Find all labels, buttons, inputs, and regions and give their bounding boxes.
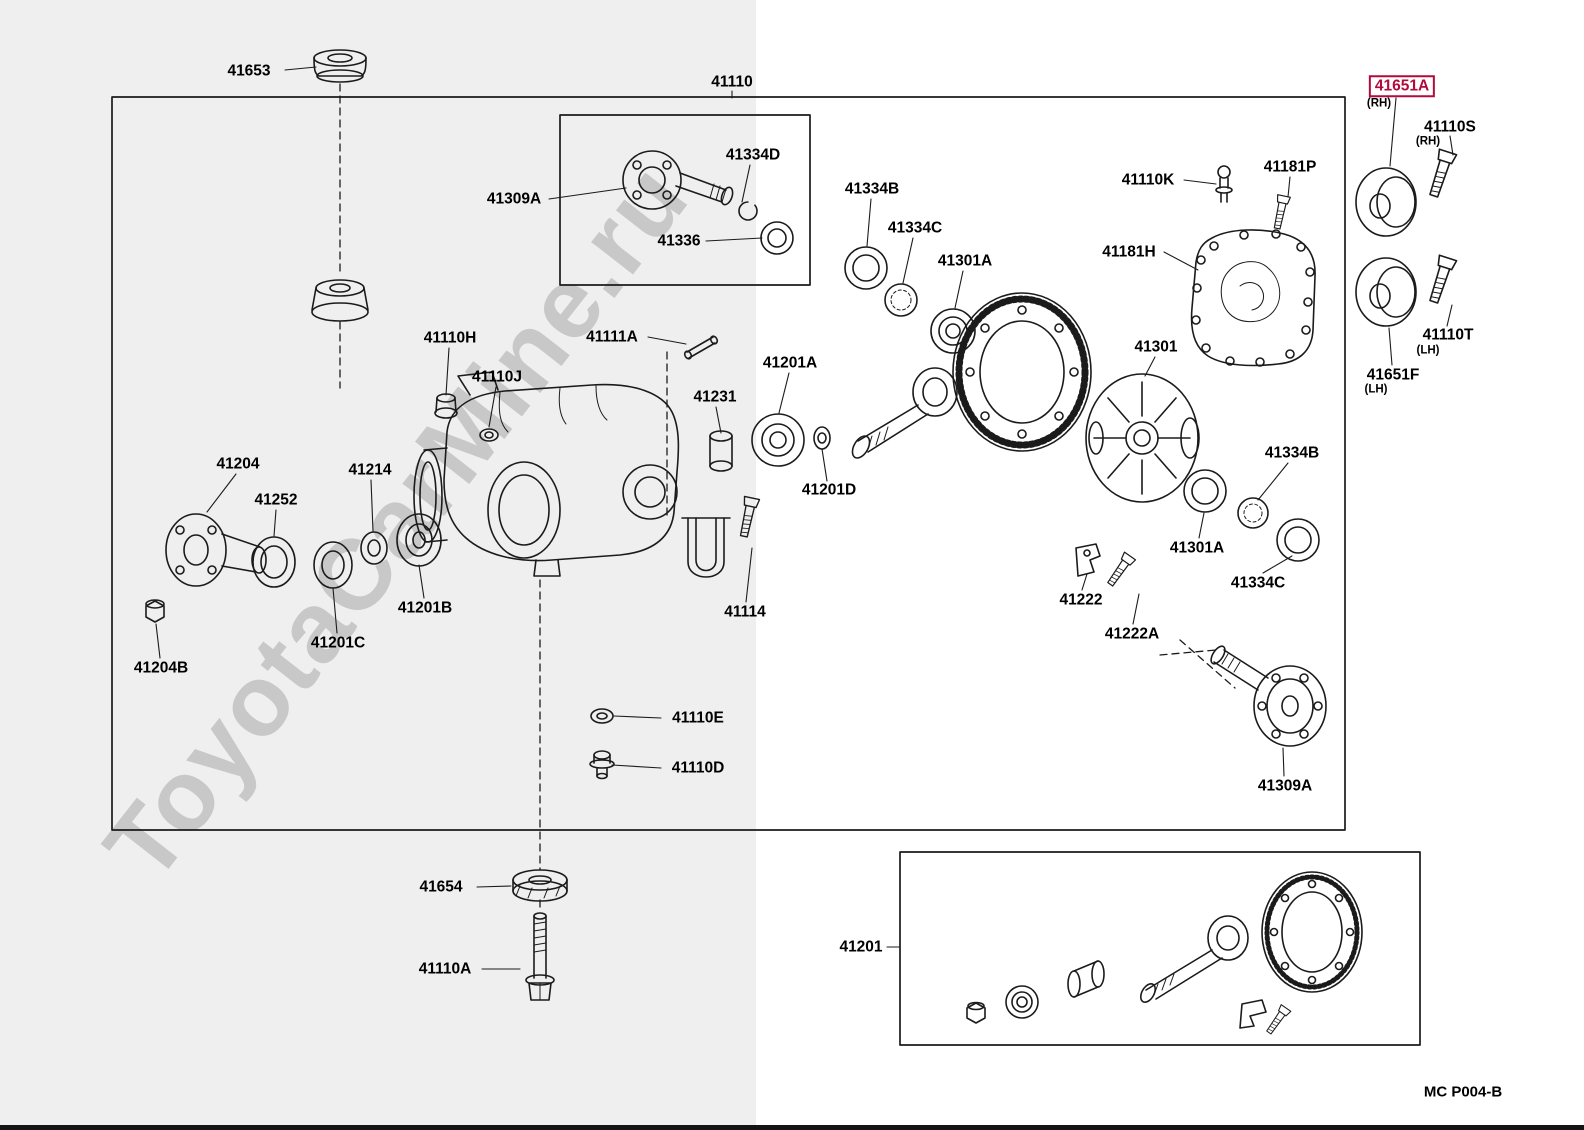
- footer-code: MC P004-B: [1423, 1083, 1503, 1101]
- part-41334b-lock-washer-rear: [1237, 497, 1269, 529]
- part-label-lh-18: (LH): [1364, 383, 1388, 396]
- part-label-41653-0[interactable]: 41653: [227, 62, 271, 80]
- part-label-41110s-13[interactable]: 41110S: [1424, 118, 1476, 136]
- part-label-41301a-7[interactable]: 41301A: [937, 252, 993, 270]
- part-label-41110t-15[interactable]: 41110T: [1422, 326, 1474, 344]
- part-41654-cushion-washer: [512, 869, 568, 902]
- part-label-41654-41[interactable]: 41654: [419, 878, 463, 896]
- part-label-41336-4[interactable]: 41336: [657, 232, 701, 250]
- part-41334d-snap-ring: [738, 201, 758, 221]
- part-label-41181p-9[interactable]: 41181P: [1263, 158, 1317, 176]
- part-41181h-carrier-cover: [1190, 229, 1316, 367]
- part-41201b-bearing: [396, 513, 442, 567]
- part-41110d-drain-plug: [589, 750, 615, 780]
- part-label-41222-34[interactable]: 41222: [1059, 591, 1103, 609]
- part-ring-gear: [952, 292, 1092, 452]
- part-41653-cushion-cap: [313, 49, 367, 83]
- part-label-41334b-5[interactable]: 41334B: [844, 180, 900, 198]
- part-41111a-pin: [683, 335, 719, 360]
- part-label-41204-25[interactable]: 41204: [216, 455, 260, 473]
- part-label-41110-1[interactable]: 41110: [711, 73, 753, 91]
- part-41114-bearing-cap: [681, 495, 761, 578]
- part-label-41110k-8[interactable]: 41110K: [1121, 171, 1175, 189]
- part-41110e-washer: [590, 708, 614, 724]
- part-41252-seal: [252, 536, 296, 588]
- part-41201-final-gear-kit: [966, 871, 1363, 1037]
- part-label-41301a-30[interactable]: 41301A: [1169, 539, 1225, 557]
- part-label-41110e-38[interactable]: 41110E: [672, 709, 724, 727]
- part-label-41214-27[interactable]: 41214: [348, 461, 392, 479]
- part-label-41110j-20[interactable]: 41110J: [471, 368, 523, 386]
- part-41110j-washer: [479, 428, 499, 442]
- part-label-41301-24[interactable]: 41301: [1134, 338, 1178, 356]
- part-41214-washer: [360, 531, 388, 565]
- part-41201c-seal: [313, 541, 353, 589]
- part-41301-differential-case: [1085, 373, 1200, 503]
- part-label-41334c-6[interactable]: 41334C: [887, 219, 943, 237]
- background-left-panel: [0, 0, 756, 1130]
- part-label-41201b-32[interactable]: 41201B: [397, 599, 453, 617]
- part-41110h-plug: [434, 393, 458, 419]
- part-41334c-lock-washer-front: [884, 283, 918, 317]
- part-label-41222a-35[interactable]: 41222A: [1104, 625, 1160, 643]
- part-label-41111a-21[interactable]: 41111A: [586, 328, 638, 346]
- part-label-rh-12: (RH): [1366, 97, 1392, 110]
- part-label-41651a-11[interactable]: 41651A: [1368, 75, 1436, 97]
- part-label-41201-43[interactable]: 41201: [839, 938, 883, 956]
- part-label-41651f-17[interactable]: 41651F: [1366, 366, 1420, 384]
- part-label-41201d-28[interactable]: 41201D: [801, 481, 857, 499]
- part-41231-spacer: [709, 430, 733, 472]
- part-41222-lock-plate: [1075, 543, 1101, 577]
- diagram-frames: [111, 96, 1421, 1046]
- bottom-border-bar: [0, 1125, 1584, 1130]
- main-frame: [111, 96, 1346, 831]
- part-label-41309a-40[interactable]: 41309A: [1257, 777, 1313, 795]
- part-41651a-cushion-rh: [1355, 167, 1417, 237]
- part-label-41110h-19[interactable]: 41110H: [423, 329, 477, 347]
- part-41201a-bearing: [751, 413, 805, 467]
- part-41110a-bolt: [525, 912, 555, 1001]
- part-41309a-side-gear-shaft-bottom: [1210, 645, 1327, 747]
- part-41334c-bearing-rear: [1276, 518, 1320, 562]
- part-drive-pinion: [851, 367, 958, 459]
- part-41204-companion-flange: [165, 513, 267, 587]
- part-label-41334c-31[interactable]: 41334C: [1230, 574, 1286, 592]
- dashed-guides: [339, 83, 1236, 913]
- part-label-41114-37[interactable]: 41114: [724, 603, 766, 621]
- part-label-41204b-36[interactable]: 41204B: [133, 659, 189, 677]
- part-41110k-breather-plug: [1215, 165, 1233, 203]
- part-label-lh-16: (LH): [1416, 344, 1440, 357]
- part-label-41110a-42[interactable]: 41110A: [418, 960, 472, 978]
- part-41201d-washer: [813, 426, 831, 450]
- part-41334b-bearing-front: [844, 246, 888, 290]
- part-41651f-cushion-lh: [1355, 257, 1417, 327]
- part-member-cushion: [311, 279, 369, 322]
- part-label-rh-14: (RH): [1415, 135, 1441, 148]
- part-label-41334d-2[interactable]: 41334D: [725, 146, 781, 164]
- part-label-41252-26[interactable]: 41252: [254, 491, 298, 509]
- part-differential-carrier-housing: [413, 371, 680, 577]
- part-label-41181h-10[interactable]: 41181H: [1102, 243, 1156, 261]
- part-label-41231-23[interactable]: 41231: [693, 388, 737, 406]
- inner-box-side-gear-shaft: [559, 114, 811, 286]
- part-41301a-bearing-rear: [1183, 469, 1227, 513]
- part-label-41309a-3[interactable]: 41309A: [486, 190, 542, 208]
- part-41204b-nut: [145, 599, 165, 623]
- part-41309a-side-gear-shaft-top: [622, 150, 734, 210]
- final-gear-kit-box: [899, 851, 1421, 1046]
- leader-lines: [155, 66, 1454, 970]
- part-label-41201c-33[interactable]: 41201C: [310, 634, 366, 652]
- part-label-41201a-22[interactable]: 41201A: [762, 354, 818, 372]
- part-41336-oil-seal: [760, 221, 794, 255]
- part-label-41110d-39[interactable]: 41110D: [671, 759, 725, 777]
- part-label-41334b-29[interactable]: 41334B: [1264, 444, 1320, 462]
